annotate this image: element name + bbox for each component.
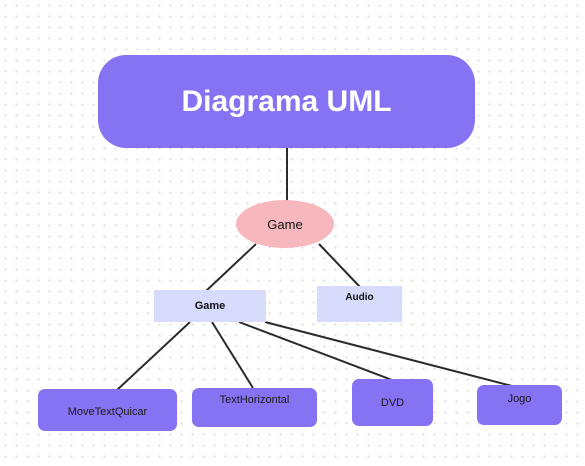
- edge-game-class-to-dvd: [238, 321, 393, 381]
- edge-game-class-to-movetextquicar: [116, 321, 191, 391]
- edge-game-class-to-texthorizontal: [211, 321, 254, 389]
- movetextquicar-node: MoveTextQuicar: [38, 389, 177, 431]
- jogo-label: Jogo: [507, 393, 532, 405]
- dvd-label: DVD: [380, 396, 405, 409]
- diagram-title: Diagrama UML: [98, 55, 475, 148]
- texthorizontal-label: TextHorizontal: [219, 394, 290, 406]
- diagram-title-text: Diagrama UML: [181, 84, 392, 118]
- edge-game-to-audio: [318, 243, 361, 288]
- game-class-label: Game: [194, 300, 226, 312]
- audio-class-label: Audio: [345, 292, 374, 303]
- jogo-node: Jogo: [477, 385, 562, 425]
- game-class-node: Game: [154, 290, 266, 322]
- edge-game-class-to-jogo: [264, 321, 513, 387]
- audio-class-node: Audio: [317, 286, 402, 322]
- movetextquicar-label: MoveTextQuicar: [67, 406, 148, 418]
- texthorizontal-node: TextHorizontal: [192, 388, 317, 427]
- edge-game-to-game-class: [205, 243, 257, 292]
- dvd-node: DVD: [352, 379, 433, 426]
- root-node-label: Game: [267, 216, 303, 232]
- root-node-ellipse: Game: [236, 200, 334, 248]
